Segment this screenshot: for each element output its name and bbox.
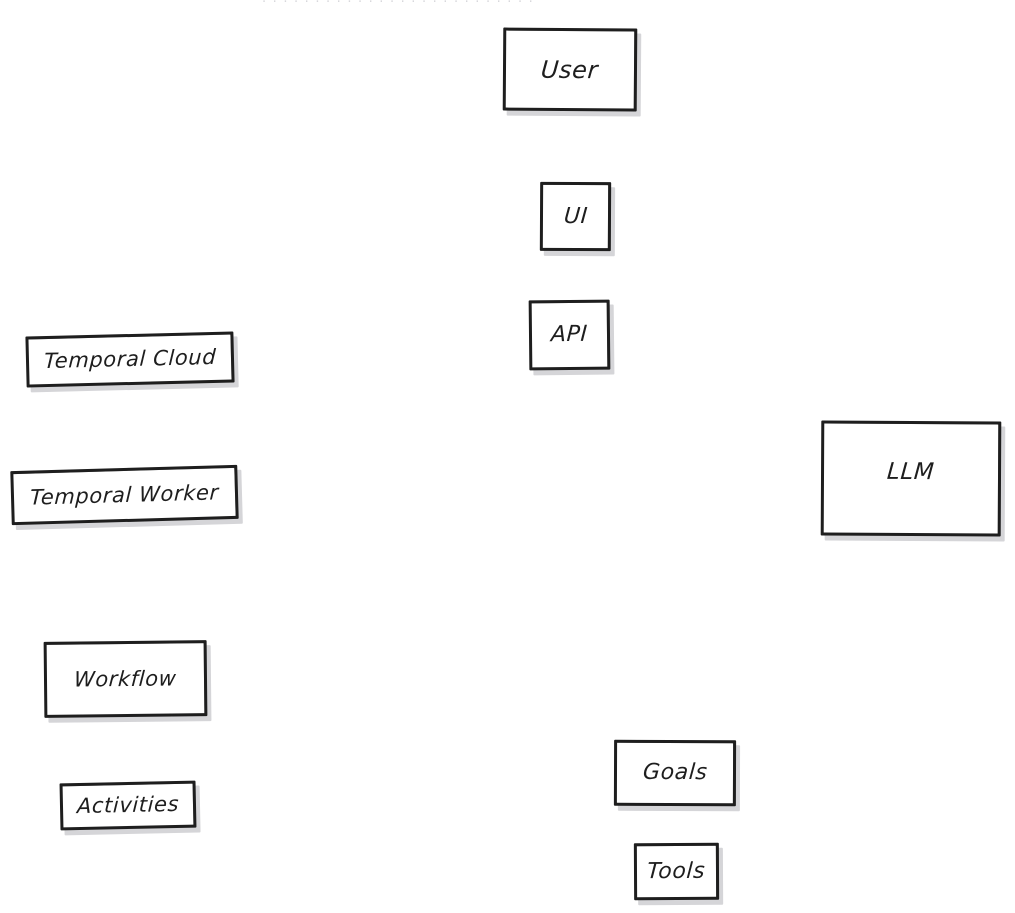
node-llm[interactable]: LLM: [820, 420, 1006, 542]
node-temporal-worker[interactable]: Temporal Worker: [10, 464, 243, 531]
node-label-user: User: [540, 55, 600, 84]
node-api[interactable]: API: [528, 299, 615, 376]
node-label-workflow: Workflow: [73, 665, 178, 692]
node-goals[interactable]: Goals: [613, 739, 741, 812]
node-label-ui: UI: [562, 203, 589, 229]
node-label-activities: Activities: [76, 791, 180, 819]
node-activities[interactable]: Activities: [59, 780, 201, 836]
clipped-top-text: . . . . . . . . . . . . . . . . . . . . …: [262, 0, 762, 5]
node-label-tools: Tools: [646, 858, 707, 884]
node-label-temporal-worker: Temporal Worker: [29, 479, 220, 510]
node-label-temporal-cloud: Temporal Cloud: [43, 344, 217, 374]
node-tools[interactable]: Tools: [633, 842, 724, 906]
node-ui[interactable]: UI: [539, 181, 616, 257]
node-label-api: API: [550, 321, 589, 348]
node-temporal-cloud[interactable]: Temporal Cloud: [25, 331, 239, 393]
node-user[interactable]: User: [502, 27, 642, 117]
node-workflow[interactable]: Workflow: [43, 640, 212, 723]
node-label-llm: LLM: [886, 458, 936, 486]
node-label-goals: Goals: [641, 759, 709, 786]
